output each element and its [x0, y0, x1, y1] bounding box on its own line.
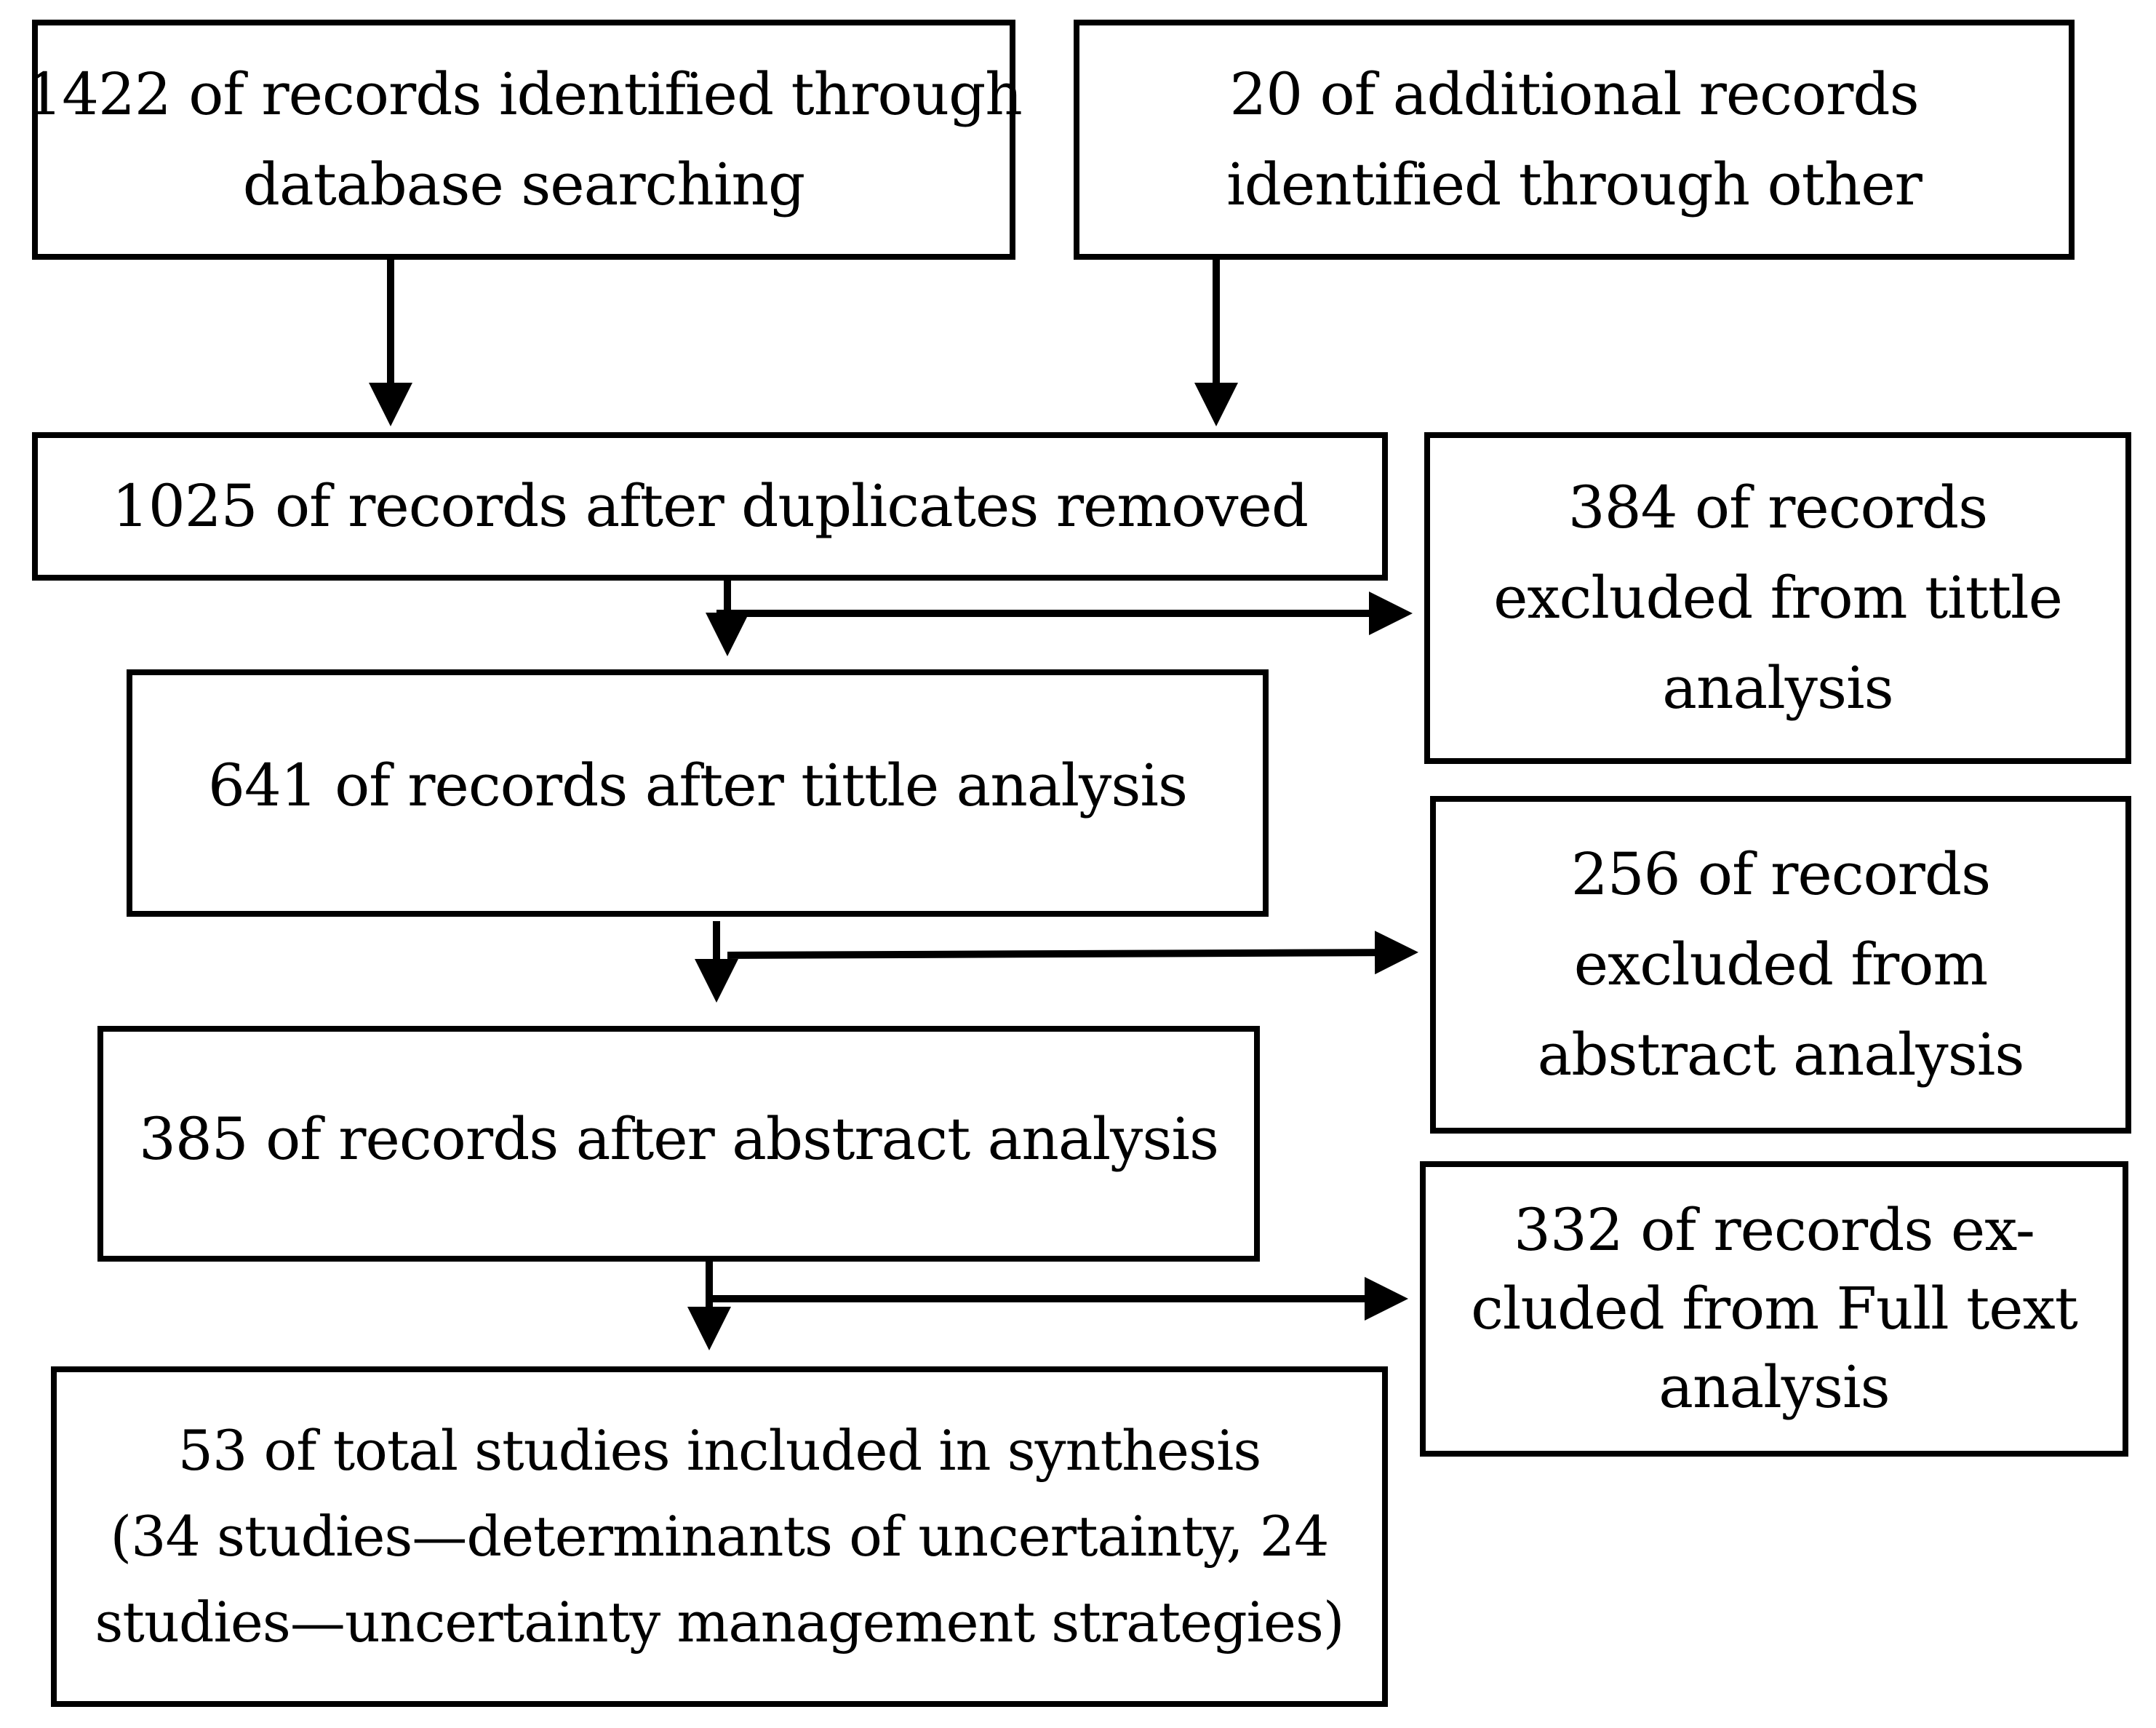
box-excluded-abstract: 256 of records excluded from abstract an… — [1430, 796, 2131, 1134]
box-text-line: excluded from tittle — [1493, 564, 2063, 632]
box-duplicates-removed: 1025 of records after duplicates removed — [32, 432, 1388, 581]
box-included-synthesis: 53 of total studies included in synthesi… — [51, 1366, 1388, 1707]
box-additional-records: 20 of additional records identified thro… — [1074, 20, 2075, 260]
box-text-line: 53 of total studies included in synthesi… — [177, 1418, 1262, 1484]
box-excluded-fulltext: 332 of records ex- cluded from Full text… — [1420, 1161, 2128, 1457]
box-database-search: 1422 of records identified through datab… — [25, 20, 1023, 260]
box-after-abstract: 385 of records after abstract analysis — [97, 1026, 1260, 1262]
box-text-line: studies—uncertainty management strategie… — [95, 1589, 1344, 1655]
arrow-to-excluded-abstract — [727, 931, 1418, 975]
box-text-line: abstract analysis — [1537, 1021, 2025, 1088]
box-text-line: analysis — [1658, 1353, 1890, 1421]
box-text-line: excluded from — [1573, 931, 1988, 998]
box-excluded-title: 384 of records excluded from tittle anal… — [1424, 432, 2131, 764]
box-text-line: 256 of records — [1570, 840, 1991, 908]
box-text-line: 1422 of records identified through — [25, 60, 1023, 128]
box-text-line: cluded from Full text — [1471, 1275, 2078, 1342]
box-text-line: (34 studies—determinants of uncertainty,… — [110, 1504, 1329, 1569]
box-text-line: 384 of records — [1568, 474, 1988, 541]
box-text-line: 20 of additional records — [1229, 60, 1919, 128]
box-text-line: 641 of records after tittle analysis — [207, 752, 1188, 819]
box-after-title: 641 of records after tittle analysis — [127, 669, 1269, 917]
box-text-line: identified through other — [1226, 151, 1923, 218]
box-text-line: 1025 of records after duplicates removed — [111, 472, 1309, 540]
box-text-line: database searching — [242, 151, 805, 218]
box-text-line: 385 of records after abstract analysis — [138, 1105, 1219, 1173]
box-text-line: analysis — [1662, 654, 1893, 722]
box-text-line: 332 of records ex- — [1514, 1196, 2035, 1264]
